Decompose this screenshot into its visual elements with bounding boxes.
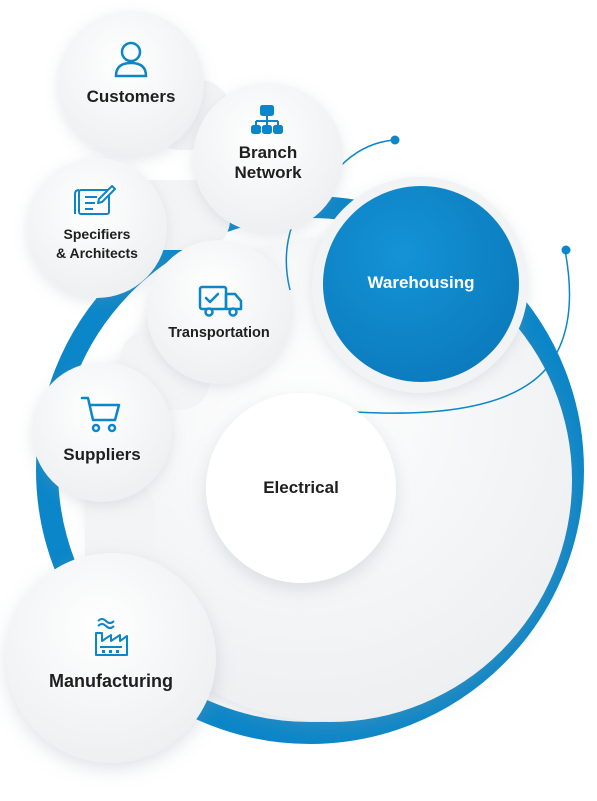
customers-bubble <box>58 11 204 157</box>
customers-label: Customers <box>86 87 176 106</box>
transportation-label: Transportation <box>168 325 270 341</box>
electrical-label: Electrical <box>263 478 339 497</box>
specifiers-label: Specifiers & Architects <box>17 225 177 263</box>
blueprint-icon <box>74 185 116 215</box>
connector-dot-right <box>561 245 571 255</box>
connector-arc-right <box>354 249 571 414</box>
warehousing-label: Warehousing <box>367 273 475 292</box>
warehousing-bubble <box>323 186 519 382</box>
hierarchy-icon <box>251 105 283 134</box>
electrical-bubble <box>206 393 396 583</box>
truck-icon <box>198 285 243 317</box>
branch-network-bubble <box>193 83 343 233</box>
branch-network-label: Branch Network <box>188 143 348 184</box>
shopping-cart-icon <box>80 396 121 433</box>
person-icon <box>114 41 148 78</box>
suppliers-bubble <box>32 362 172 502</box>
specifiers-label-line2: & Architects <box>56 244 138 261</box>
connector-dot-top <box>390 135 400 145</box>
suppliers-label: Suppliers <box>63 445 141 464</box>
specifiers-bubble <box>27 158 167 298</box>
transportation-bubble <box>147 240 291 384</box>
branch-network-label-line1: Branch <box>238 143 298 162</box>
manufacturing-label: Manufacturing <box>49 671 173 691</box>
manufacturing-bubble <box>6 553 216 763</box>
specifiers-label-line1: Specifiers <box>63 226 131 242</box>
branch-network-label-line2: Network <box>234 163 302 183</box>
factory-icon <box>95 618 128 656</box>
